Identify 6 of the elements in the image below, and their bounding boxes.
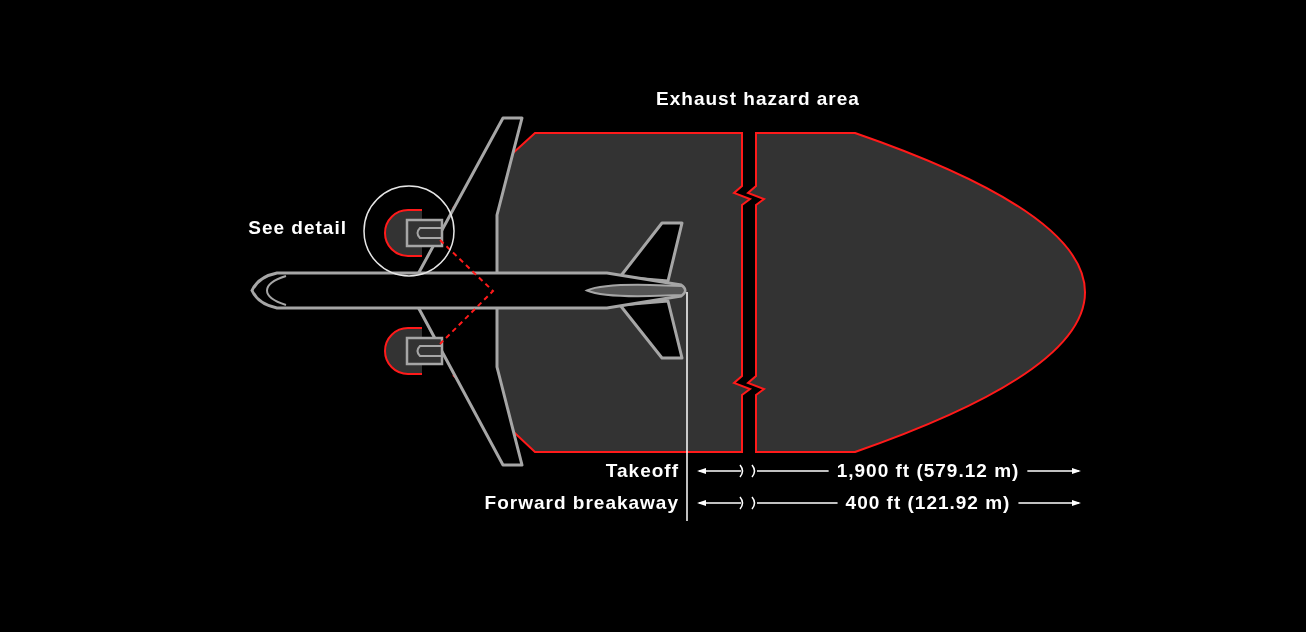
callout-label: See detail — [248, 217, 347, 239]
row-label: Takeoff — [605, 460, 679, 482]
dimension-value: 400 ft (121.92 m) — [845, 492, 1011, 514]
dimension-value: 1,900 ft (579.12 m) — [836, 460, 1020, 482]
row-label: Forward breakaway — [484, 492, 679, 514]
zone-heading: Exhaust hazard area — [656, 88, 860, 110]
